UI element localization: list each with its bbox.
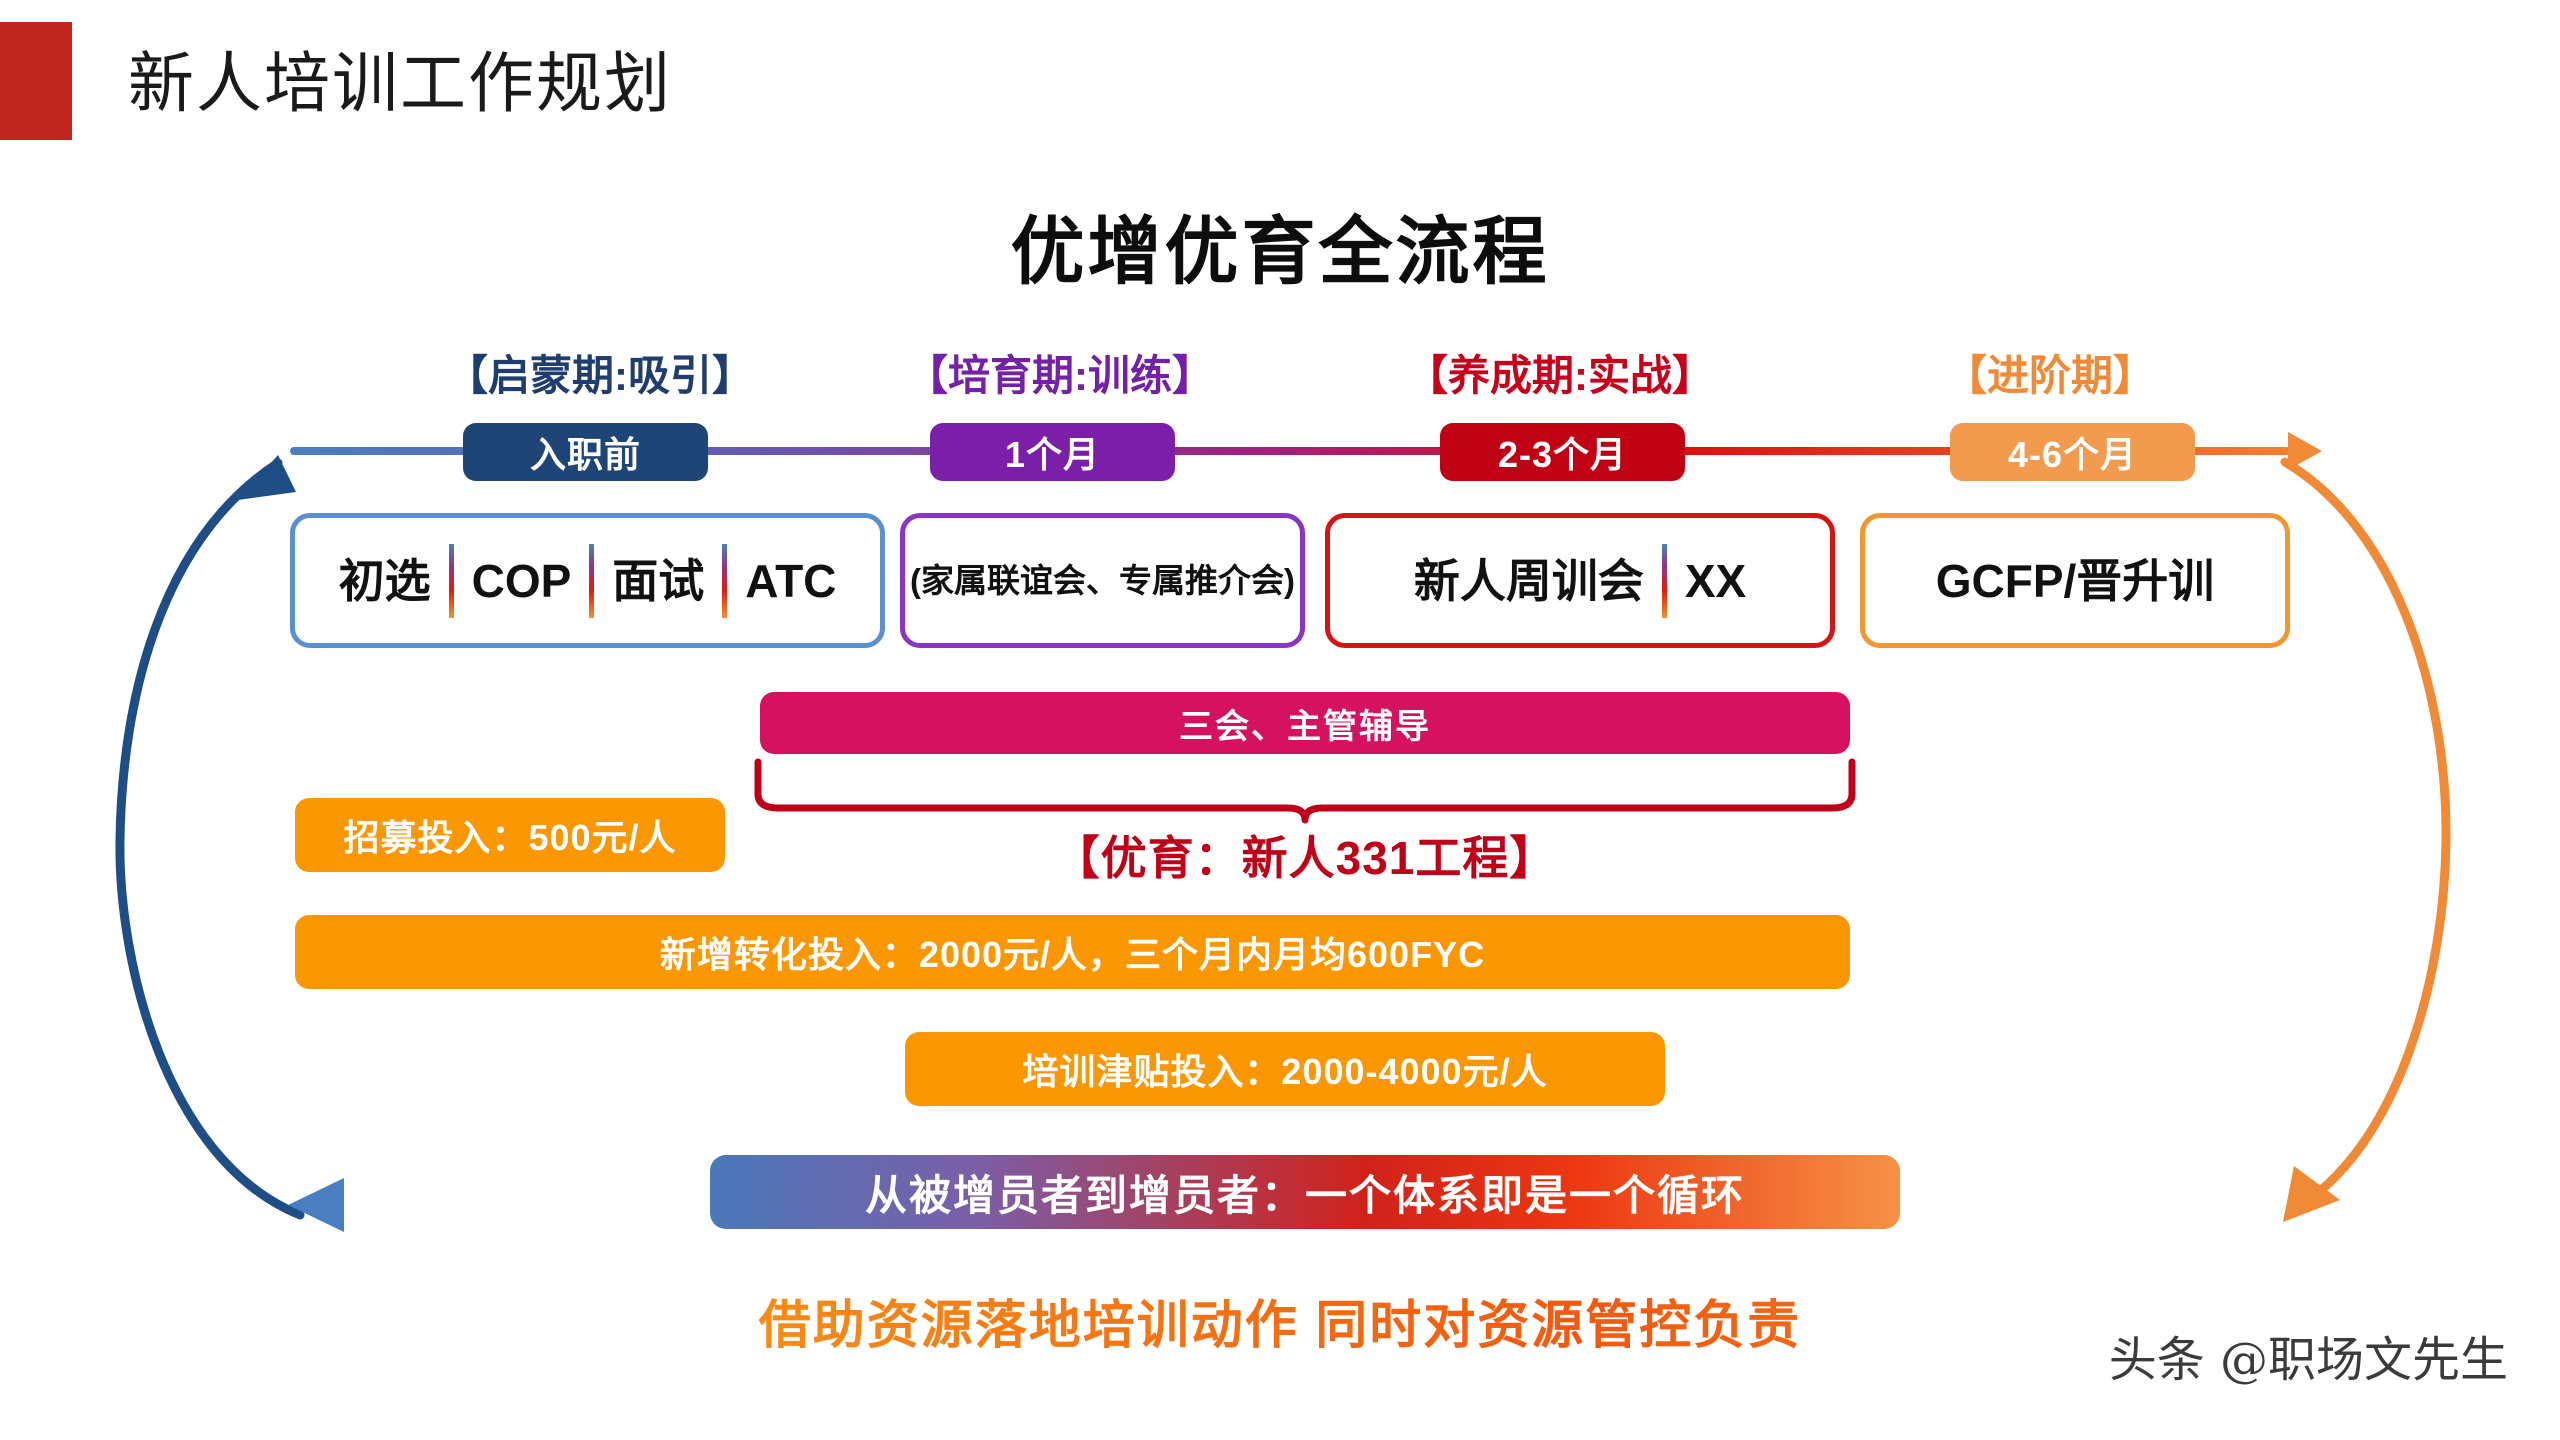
content-box-3-segment-1: 新人周训会	[1413, 554, 1644, 607]
bottom-return-arrowhead-icon	[288, 1178, 344, 1232]
content-box-3-segment-2: XX	[1684, 554, 1747, 607]
header-accent-block	[0, 22, 72, 140]
watermark: 头条 @职场文先生	[2108, 1332, 2508, 1388]
timeline-rail-arrowhead-icon	[2288, 432, 2322, 470]
content-box-3[interactable]: 新人周训会 XX	[1325, 513, 1835, 648]
content-box-divider	[1661, 543, 1667, 618]
bottom-slogan: 借助资源落地培训动作 同时对资源管控负责	[0, 1283, 2560, 1358]
left-loop-path	[115, 458, 305, 1220]
stage-pill-4[interactable]: 4-6个月	[1950, 423, 2195, 481]
stage-pill-1[interactable]: 入职前	[463, 423, 708, 481]
stage-label-4: 【进阶期】	[1944, 352, 2155, 399]
right-loop-arrowhead-icon	[2283, 1166, 2340, 1222]
content-box-1-segment-2: COP	[471, 554, 572, 607]
content-box-1[interactable]: 初选 COP 面试 ATC	[290, 513, 885, 648]
curly-brace-icon	[754, 758, 1856, 824]
content-box-divider	[448, 543, 454, 618]
content-box-divider	[589, 543, 595, 618]
content-box-1-segment-3: 面试	[612, 554, 705, 607]
brace-label: 【优育：新人331工程】	[1053, 832, 1557, 884]
content-box-2-segment-1: (家属联谊会、专属推介会)	[910, 562, 1295, 599]
cost-bar-3[interactable]: 培训津贴投入：2000-4000元/人	[905, 1032, 1665, 1106]
stage-pill-3[interactable]: 2-3个月	[1440, 423, 1685, 481]
content-box-1-segment-1: 初选	[338, 554, 431, 607]
stage-label-2: 【培育期:训练】	[906, 352, 1214, 399]
timeline-rail	[290, 447, 2290, 455]
main-title: 优增优育全流程	[1010, 210, 1550, 293]
content-box-2[interactable]: (家属联谊会、专属推介会)	[900, 513, 1305, 648]
right-loop-path	[2280, 457, 2451, 1217]
stage-pill-2[interactable]: 1个月	[930, 423, 1175, 481]
content-box-1-segment-4: ATC	[745, 554, 837, 607]
content-box-4-segment-1: GCFP/晋升训	[1935, 554, 2215, 607]
stage-label-1: 【启蒙期:吸引】	[446, 352, 754, 399]
content-box-divider	[722, 543, 728, 618]
page-title: 新人培训工作规划	[128, 45, 672, 122]
stage-label-3: 【养成期:实战】	[1406, 352, 1714, 399]
left-loop-arrowhead-icon	[238, 455, 296, 500]
support-bar[interactable]: 三会、主管辅导	[760, 692, 1850, 754]
summary-bar[interactable]: 从被增员者到增员者：一个体系即是一个循环	[710, 1155, 1900, 1229]
content-box-4[interactable]: GCFP/晋升训	[1860, 513, 2290, 648]
cost-bar-1[interactable]: 招募投入：500元/人	[295, 798, 725, 872]
cost-bar-2[interactable]: 新增转化投入：2000元/人，三个月内月均600FYC	[295, 915, 1850, 989]
